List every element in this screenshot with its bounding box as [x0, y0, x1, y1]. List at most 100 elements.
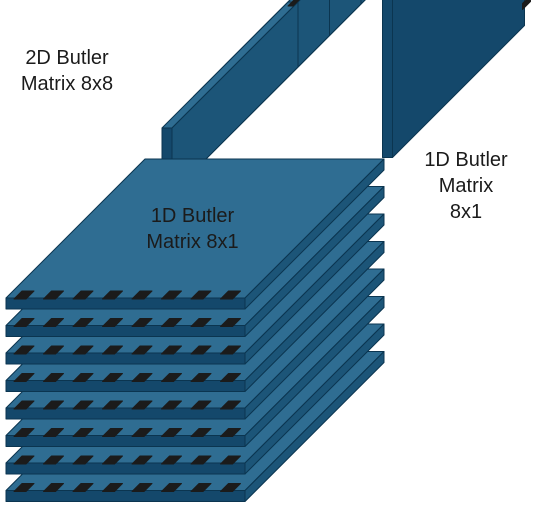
port-icon — [72, 483, 94, 492]
port-icon — [190, 345, 212, 355]
port-icon — [161, 455, 182, 465]
label-1d-horizontal-line-2: Matrix 8x1 — [146, 231, 239, 253]
port-icon — [161, 318, 182, 327]
port-icon — [220, 483, 241, 492]
horizontal-board-right-edge — [244, 268, 385, 420]
horizontal-board-front-edge — [5, 297, 246, 310]
port-icon — [102, 373, 123, 382]
horizontal-board-front-edge — [5, 462, 246, 475]
port-icon — [102, 345, 123, 355]
port-icon — [43, 428, 64, 437]
port-icon — [102, 400, 123, 410]
horizontal-board-right-edge — [244, 351, 385, 502]
port-icon — [161, 345, 182, 355]
port-icon — [131, 373, 153, 382]
label-1d-vertical-line-3: 8x1 — [449, 201, 483, 223]
horizontal-board-right-edge — [244, 158, 385, 310]
horizontal-board-front-edge — [5, 325, 246, 337]
horizontal-board-front-edge — [5, 380, 246, 392]
port-icon — [220, 290, 241, 300]
port-icon — [131, 428, 153, 437]
port-icon — [190, 483, 212, 492]
port-icon — [13, 455, 35, 465]
vertical-board — [382, 0, 531, 158]
port-icon — [72, 290, 94, 300]
horizontal-board-right-edge — [244, 241, 385, 392]
port-icon — [72, 345, 94, 355]
port-icon — [161, 428, 182, 437]
vertical-butler-stack — [161, 0, 531, 195]
port-icon — [190, 455, 212, 465]
vertical-board — [161, 0, 300, 195]
port-icon — [131, 455, 153, 465]
port-icon — [190, 318, 212, 327]
label-1d-vertical-line-1: 1D Butler — [424, 149, 508, 171]
port-icon — [13, 345, 35, 355]
port-icon — [161, 483, 182, 492]
horizontal-board-front-edge — [5, 490, 246, 502]
port-icon — [43, 373, 64, 382]
port-icon — [43, 318, 64, 327]
vertical-board-front-edge — [382, 0, 393, 158]
horizontal-board-front-edge — [5, 352, 246, 365]
port-icon — [131, 483, 153, 492]
port-icon — [43, 483, 64, 492]
label-1d-horizontal-line-1: 1D Butler — [150, 205, 235, 227]
horizontal-board-right-edge — [244, 323, 385, 475]
port-icon — [131, 290, 153, 300]
port-icon — [72, 318, 94, 327]
label-1d-vertical: 1D Butler Matrix 8x1 — [402, 147, 530, 225]
port-icon — [102, 483, 123, 492]
port-icon — [131, 345, 153, 355]
vertical-board-side-face — [392, 0, 525, 158]
port-icon — [190, 373, 212, 382]
horizontal-board-right-edge — [244, 296, 385, 447]
label-2d-line-1: 2D Butler — [25, 47, 109, 69]
label-2d-line-2: Matrix 8x8 — [20, 73, 114, 95]
horizontal-board-right-edge — [244, 186, 385, 337]
port-icon — [13, 428, 35, 437]
port-icon — [72, 428, 94, 437]
horizontal-board — [5, 158, 385, 310]
port-icon — [72, 455, 94, 465]
port-icon — [190, 400, 212, 410]
port-icon — [72, 373, 94, 382]
port-icon — [522, 0, 531, 10]
port-icon — [72, 400, 94, 410]
port-icon — [13, 400, 35, 410]
label-1d-vertical-line-2: Matrix — [438, 175, 494, 197]
port-icon — [220, 318, 241, 327]
port-icon — [287, 0, 300, 7]
port-icon — [102, 318, 123, 327]
port-icon — [161, 373, 182, 382]
port-icon — [102, 290, 123, 300]
port-icon — [13, 290, 35, 300]
port-icon — [220, 373, 241, 382]
port-icon — [13, 483, 35, 492]
port-icon — [43, 455, 64, 465]
port-icon — [131, 318, 153, 327]
horizontal-board-right-edge — [244, 213, 385, 365]
port-icon — [43, 345, 64, 355]
horizontal-board-front-edge — [5, 435, 246, 447]
horizontal-butler-stack — [5, 158, 385, 502]
port-icon — [102, 428, 123, 437]
port-icon — [220, 428, 241, 437]
port-icon — [161, 290, 182, 300]
port-icon — [220, 455, 241, 465]
port-icon — [190, 290, 212, 300]
label-1d-horizontal: 1D Butler Matrix 8x1 — [120, 203, 265, 255]
port-icon — [102, 455, 123, 465]
port-icon — [43, 290, 64, 300]
port-icon — [131, 400, 153, 410]
port-icon — [161, 400, 182, 410]
port-icon — [13, 318, 35, 327]
port-icon — [190, 428, 212, 437]
port-icon — [43, 400, 64, 410]
label-2d-butler-matrix: 2D Butler Matrix 8x8 — [8, 45, 126, 97]
port-icon — [220, 400, 241, 410]
port-icon — [13, 373, 35, 382]
port-icon — [220, 345, 241, 355]
